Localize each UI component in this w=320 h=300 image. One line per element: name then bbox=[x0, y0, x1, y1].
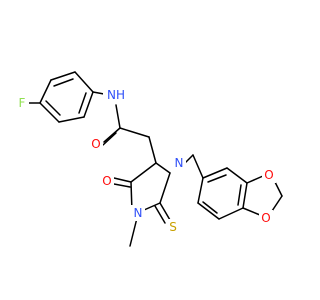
atom-f: F bbox=[15, 95, 29, 111]
atom-n1-label: N bbox=[134, 206, 143, 220]
c4-o-bond-2 bbox=[113, 183, 131, 188]
molecule-canvas: F NH O N N O S O O bbox=[15, 71, 283, 247]
c-nh-bond bbox=[92, 91, 105, 95]
imidazolidine-ring bbox=[130, 162, 171, 213]
carbonyl-bond-1 bbox=[103, 127, 121, 143]
atom-o-dioxole-bottom-label: O bbox=[261, 211, 270, 225]
atom-o-dioxole-top-label: O bbox=[264, 168, 273, 182]
n-methyl-bond bbox=[129, 217, 138, 247]
atom-s-label: S bbox=[169, 220, 177, 234]
atom-s: S bbox=[166, 219, 180, 235]
atom-nh: NH bbox=[103, 87, 129, 103]
atom-o-amide-label: O bbox=[91, 137, 100, 151]
c2-s-bond-2 bbox=[154, 205, 166, 224]
benzodioxole-ring bbox=[197, 167, 248, 220]
atom-o-amide: O bbox=[89, 136, 103, 152]
carbonyl-bond-2 bbox=[102, 132, 117, 146]
c4-o-bond-1 bbox=[113, 177, 132, 183]
atom-o-dioxole-top: O bbox=[262, 167, 276, 183]
ch2-aryl-bond bbox=[192, 154, 204, 179]
nh-c-bond bbox=[115, 104, 121, 129]
atom-n3: N bbox=[172, 155, 186, 171]
c-ch2-bond bbox=[119, 127, 150, 138]
molecule-structure: F NH O N N O S O O bbox=[15, 71, 283, 247]
atom-o-dioxole-bottom: O bbox=[259, 210, 273, 226]
atom-f-label: F bbox=[19, 96, 26, 110]
c2-s-bond-1 bbox=[159, 202, 171, 221]
atom-nh-label: NH bbox=[107, 88, 125, 102]
atom-n3-label: N bbox=[175, 156, 184, 170]
atom-n1: N bbox=[131, 205, 145, 221]
atom-o-ring-label: O bbox=[102, 174, 111, 188]
atom-o-ring: O bbox=[100, 173, 114, 189]
fluorophenyl-ring bbox=[39, 71, 94, 123]
ch2-c5-bond bbox=[148, 136, 157, 164]
